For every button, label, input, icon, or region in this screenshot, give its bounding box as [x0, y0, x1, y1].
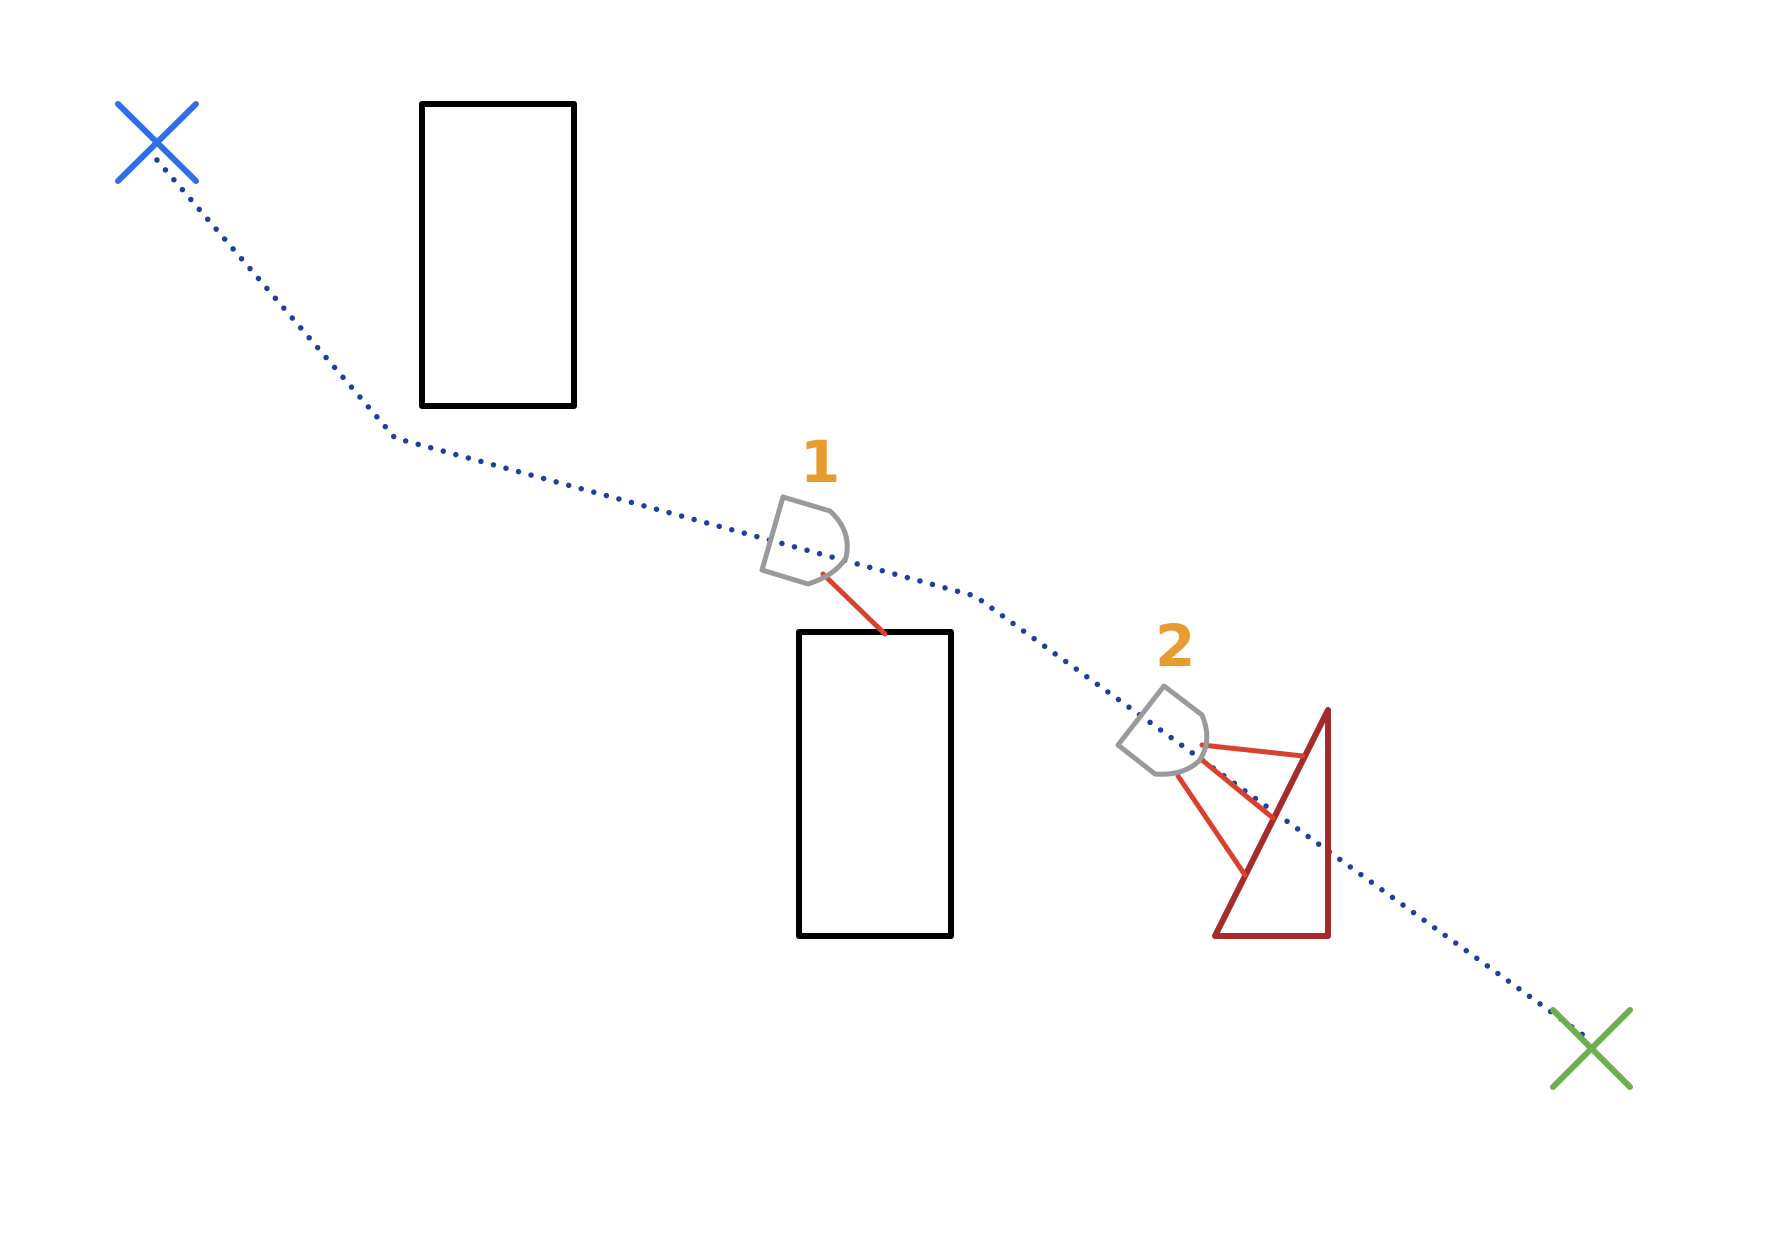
robot-2-body [1115, 683, 1210, 777]
sensor-ray [820, 571, 888, 637]
target-triangle [1212, 707, 1331, 939]
robot-1-body [759, 494, 850, 587]
obstacle-rectangle-bottom [796, 629, 954, 939]
planned-path [154, 157, 1593, 1043]
robot-2: 2 [1115, 612, 1306, 878]
step-label-2: 2 [1155, 612, 1195, 680]
x-mark-icon [1550, 1007, 1633, 1090]
obstacle-rectangle-top [419, 101, 577, 409]
robot-1: 1 [759, 428, 888, 637]
sensor-ray [1199, 742, 1306, 759]
x-mark-icon [115, 101, 199, 184]
sensor-ray [1175, 773, 1248, 878]
sensor-ray [1199, 757, 1276, 821]
step-label-1: 1 [800, 428, 840, 496]
